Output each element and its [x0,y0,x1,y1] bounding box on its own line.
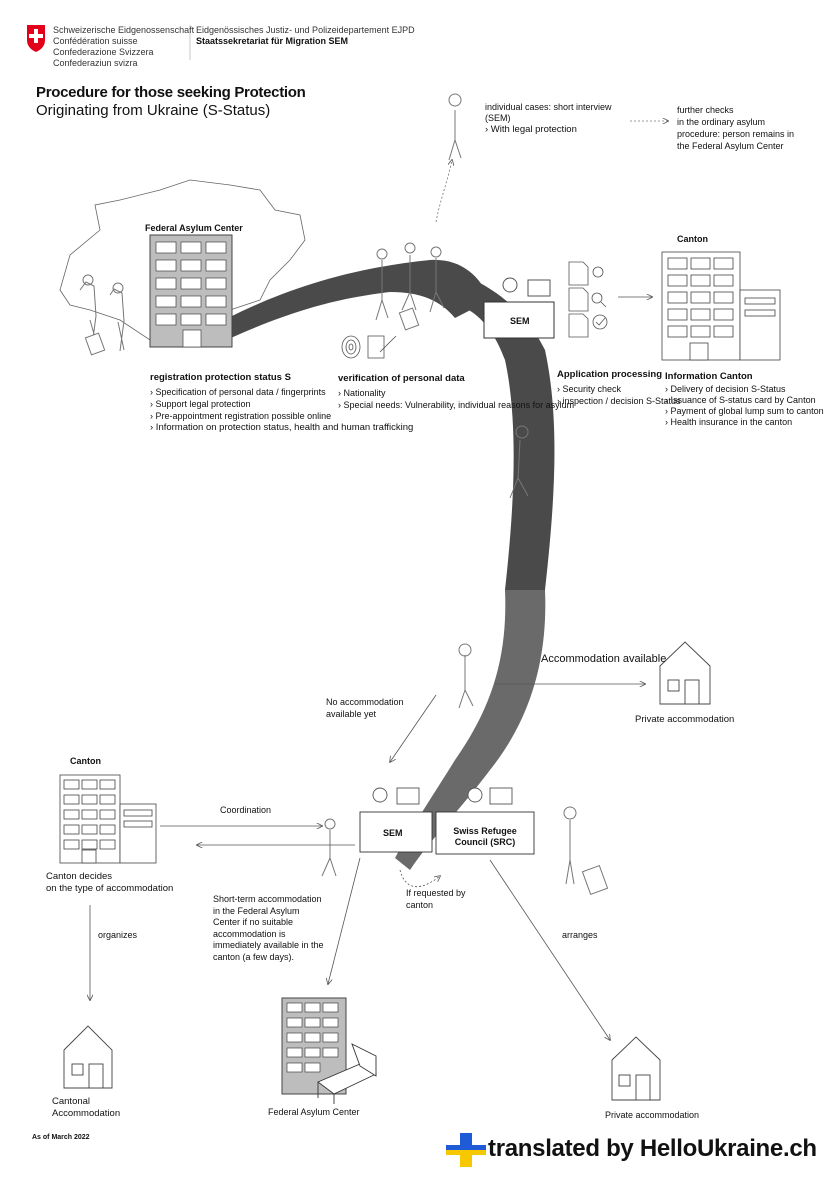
verification-item: › Nationality [338,388,386,398]
registration-item: › Information on protection status, heal… [150,422,414,433]
registration-block: registration protection status S › Speci… [150,372,413,434]
bed-icon [317,1043,377,1104]
canton-decides-text: Canton decides on the type of accommodat… [46,871,174,894]
federal-center-bottom-label: Federal Asylum Center [268,1107,360,1117]
road-dark-curve [440,265,555,590]
processing-block: Application processing › Security check … [557,369,681,407]
sem-desk-bottom [359,787,433,853]
page-title: Procedure for those seeking Protection [36,84,306,101]
information-canton-item: › Health insurance in the canton [665,417,793,427]
fingerprint-icon [341,335,361,359]
as-of-date: As of March 2022 [32,1134,90,1141]
private-accommodation-middle: Private accommodation [635,714,735,725]
private-accommodation-bottom: Private accommodation [605,1110,700,1120]
house-icon-cantonal [63,1025,113,1089]
translated-by-credit: translated by HelloUkraine.ch [488,1135,817,1162]
legal-protection-text: › With legal protection [485,124,577,135]
road-dark-top [205,259,490,345]
federal-asylum-center-bottom [281,997,377,1104]
information-canton-item: › Payment of global lump sum to canton [665,406,824,416]
no-accommodation-text: No accommodation available yet [326,697,404,719]
registration-item: › Pre-appointment registration possible … [150,411,332,421]
document-icons [568,261,608,338]
sem-label-top: SEM [510,316,530,326]
federal-center-label: Federal Asylum Center [145,223,243,233]
sem-label-bottom: SEM [383,828,403,838]
swiss-flag-icon [27,25,45,52]
switzerland-map-outline [59,179,306,341]
department-name: Eidgenössisches Justiz- und Polizeidepar… [196,25,415,35]
canton-building-bottom [59,774,157,864]
individual-cases-text: individual cases: short interview (SEM) [485,102,612,123]
coordination-text: Coordination [220,805,272,815]
federal-asylum-center-building [149,234,233,348]
src-desk-bottom [435,787,535,855]
canton-label-top: Canton [677,234,708,244]
if-requested-text: If requested by canton [406,888,466,910]
further-checks-text: further checks in the ordinary asylum pr… [677,105,795,151]
verification-item: › Special needs: Vulnerability, individu… [338,400,575,410]
processing-title: Application processing [557,369,663,380]
confederation-line: Confederazione Svizzera [53,47,154,57]
page-subtitle: Originating from Ukraine (S-Status) [36,102,271,119]
information-canton-item: › Issuance of S-status card by Canton [665,395,816,405]
road-light-lower [395,590,546,870]
src-label: Swiss Refugee Council (SRC) [453,826,517,847]
registration-title: registration protection status S [150,372,291,383]
processing-item: › Security check [557,384,622,394]
confederation-line: Schweizerische Eidgenossenschaft [53,25,195,35]
accommodation-available-text: Accommodation available [541,653,667,665]
form-pen-icon [367,335,397,359]
short-term-text: Short-term accommodation in the Federal … [213,894,324,962]
registration-item: › Specification of personal data / finge… [150,387,326,397]
registration-item: › Support legal protection [150,399,251,409]
confederation-names: Schweizerische Eidgenossenschaft Confédé… [53,25,194,69]
secretariat-name: Staatssekretariat für Migration SEM [196,36,349,46]
verification-title: verification of personal data [338,373,465,384]
cantonal-accommodation-label: Cantonal Accommodation [52,1096,121,1119]
canton-label-bottom: Canton [70,756,101,766]
person-walking-icons [79,93,609,895]
information-canton-block: Information Canton › Delivery of decisio… [665,371,824,428]
confederation-line: Confederaziun svizra [53,58,138,68]
ukraine-cross-logo [446,1133,486,1167]
information-canton-item: › Delivery of decision S-Status [665,384,786,394]
confederation-line: Confédération suisse [53,36,138,46]
house-icon-private-bottom [611,1036,661,1101]
arranges-text: arranges [562,930,598,940]
information-canton-title: Information Canton [665,371,753,382]
canton-building-top [661,251,781,361]
sem-desk-top [483,277,555,339]
organizes-text: organizes [98,930,138,940]
house-icon-middle [659,641,711,705]
processing-item: › inspection / decision S-Status [557,396,681,406]
verification-block: verification of personal data › National… [338,373,574,411]
